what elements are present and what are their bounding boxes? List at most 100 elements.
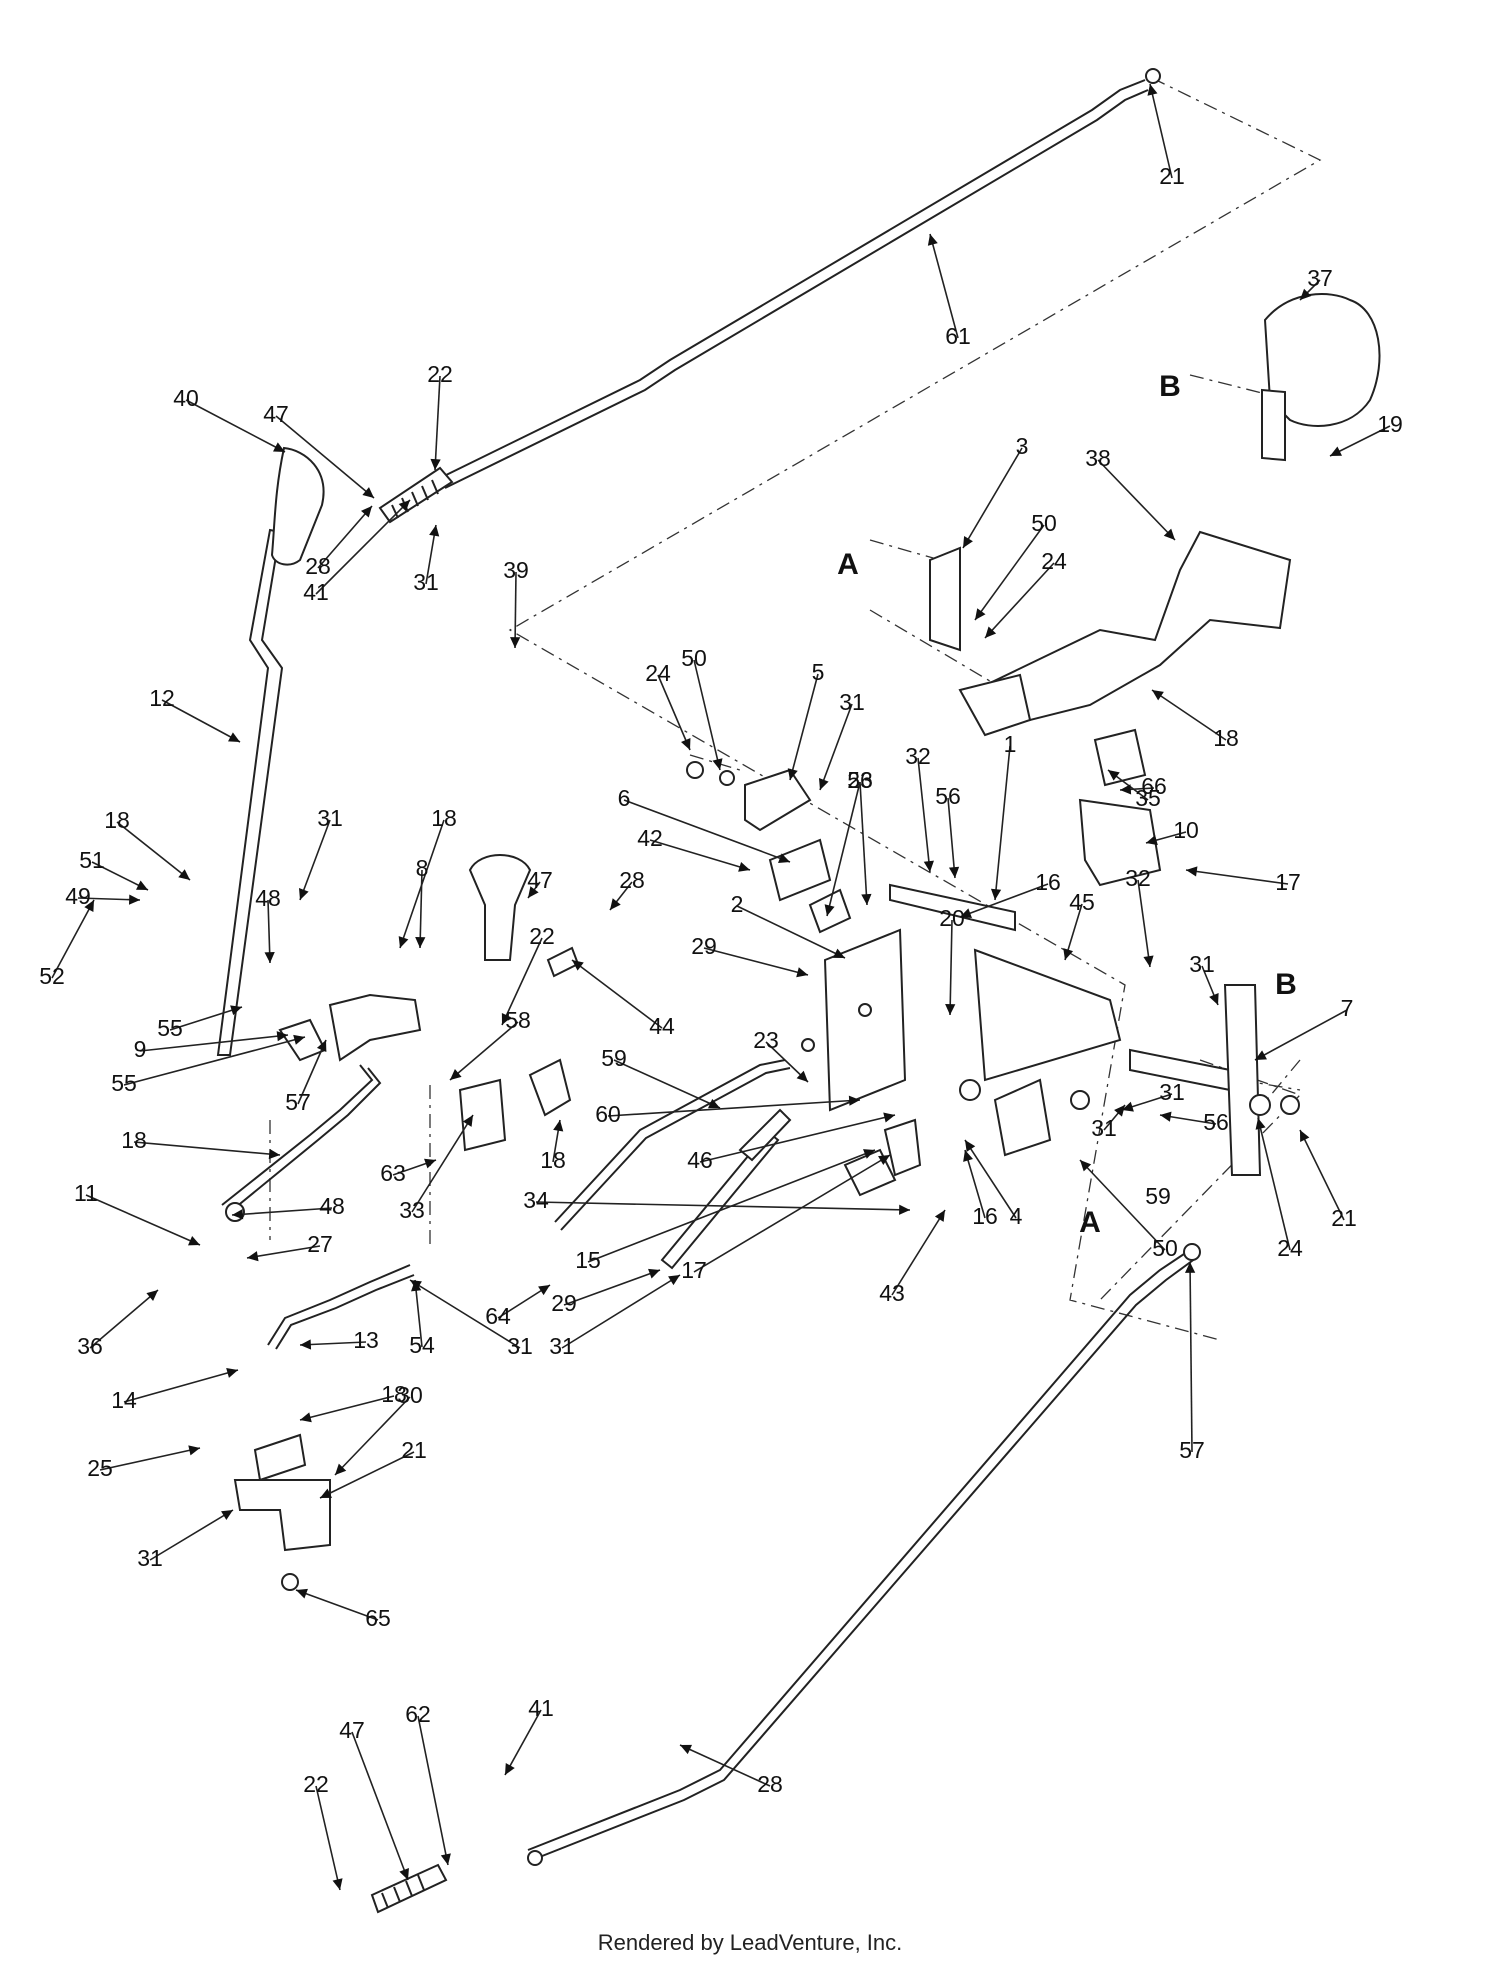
- arrowhead-57: [1184, 1262, 1196, 1273]
- callout-18: 18: [540, 1147, 566, 1173]
- leader-24: [657, 674, 691, 751]
- arrowhead-3: [963, 536, 973, 548]
- arrowhead-4: [965, 1140, 976, 1152]
- arrowhead-40: [273, 442, 285, 452]
- arrowhead-24: [985, 626, 997, 638]
- leader-24: [984, 562, 1055, 639]
- callout-8: 8: [416, 855, 429, 881]
- arrowhead-31: [1114, 1105, 1125, 1117]
- arrowhead-18: [178, 869, 190, 880]
- leader-48: [231, 1207, 333, 1216]
- callout-26: 26: [847, 767, 873, 793]
- arrowhead-49: [128, 894, 140, 905]
- callout-12: 12: [149, 685, 175, 711]
- callout-4: 4: [1010, 1203, 1023, 1229]
- leader-lines: [51, 83, 1391, 1891]
- callout-47: 47: [339, 1717, 365, 1743]
- leader-22: [434, 375, 441, 471]
- reference-dashed-lines: [269, 77, 1322, 1341]
- callout-5: 5: [812, 659, 825, 685]
- leader-31: [819, 703, 853, 791]
- arrowhead-22: [501, 1013, 512, 1025]
- leader-59: [613, 1059, 721, 1109]
- callout-27: 27: [307, 1231, 333, 1257]
- arrowhead-31: [299, 888, 309, 900]
- callout-29: 29: [691, 933, 717, 959]
- callout-60: 60: [595, 1101, 621, 1127]
- leader-9: [139, 1034, 289, 1052]
- parts: [225, 68, 1381, 1914]
- arrowhead-31: [221, 1510, 233, 1520]
- leader-1: [994, 745, 1011, 901]
- callout-18: 18: [431, 805, 457, 831]
- leader-18: [1151, 689, 1227, 741]
- arrowhead-36: [146, 1290, 158, 1301]
- arrowhead-50: [975, 608, 986, 620]
- callout-47: 47: [527, 867, 553, 893]
- callout-57: 57: [1179, 1437, 1205, 1463]
- leader-39: [514, 571, 517, 649]
- arrowhead-19: [1330, 446, 1342, 456]
- arrowhead-27: [247, 1251, 259, 1262]
- callout-32: 32: [1125, 865, 1151, 891]
- callout-47: 47: [263, 401, 289, 427]
- arrowhead-44: [572, 960, 584, 971]
- leader-32: [1137, 879, 1151, 968]
- callout-21: 21: [1159, 163, 1185, 189]
- leader-21: [1149, 83, 1173, 179]
- leader-11: [85, 1194, 201, 1246]
- callout-40: 40: [173, 385, 199, 411]
- callout-44: 44: [649, 1013, 675, 1039]
- arrowhead-24: [681, 738, 691, 750]
- leader-27: [246, 1245, 321, 1259]
- callout-3: 3: [1016, 433, 1029, 459]
- leader-22: [315, 1785, 341, 1891]
- leader-21: [319, 1451, 415, 1499]
- arrowhead-35: [1108, 770, 1120, 781]
- callout-43: 43: [879, 1280, 905, 1306]
- arrowhead-47: [399, 1868, 409, 1880]
- callout-61: 61: [945, 323, 971, 349]
- leader-29: [563, 1269, 661, 1306]
- callout-42: 42: [637, 825, 663, 851]
- arrowhead-45: [1063, 948, 1074, 960]
- arrowhead-47: [362, 487, 374, 498]
- callout-45: 45: [1069, 889, 1095, 915]
- callout-28: 28: [757, 1771, 783, 1797]
- callout-65: 65: [365, 1605, 391, 1631]
- arrowhead-32: [923, 860, 934, 872]
- arrowhead-29: [648, 1268, 660, 1279]
- callout-18: 18: [121, 1127, 147, 1153]
- leader-16: [964, 1149, 986, 1219]
- arrowhead-2: [833, 948, 845, 958]
- leader-46: [699, 1114, 896, 1163]
- arrowhead-31: [1209, 993, 1219, 1005]
- arrowhead-32: [1143, 955, 1154, 967]
- leader-30: [334, 1396, 411, 1476]
- callout-41: 41: [528, 1695, 554, 1721]
- callout-23: 23: [753, 1027, 779, 1053]
- callout-31: 31: [549, 1333, 575, 1359]
- arrowhead-21: [320, 1488, 332, 1498]
- callout-50: 50: [681, 645, 707, 671]
- callout-11: 11: [74, 1180, 98, 1206]
- arrowhead-61: [927, 234, 938, 246]
- leader-20: [949, 919, 953, 1016]
- arrowhead-57: [316, 1040, 327, 1052]
- leader-50: [974, 524, 1045, 621]
- callout-22: 22: [529, 923, 555, 949]
- leader-6: [623, 799, 791, 863]
- callout-55: 55: [111, 1070, 137, 1096]
- callout-31: 31: [1159, 1079, 1185, 1105]
- arrowhead-47: [528, 886, 539, 898]
- rods: [216, 79, 1231, 1861]
- arrowhead-8: [415, 937, 426, 948]
- arrowhead-22: [332, 1878, 343, 1890]
- callout-58: 58: [505, 1007, 531, 1033]
- leader-28: [679, 1744, 771, 1787]
- callout-56: 56: [935, 783, 961, 809]
- leader-31: [149, 1509, 234, 1561]
- leader-8: [419, 869, 423, 949]
- section-letter-a: A: [1079, 1206, 1101, 1239]
